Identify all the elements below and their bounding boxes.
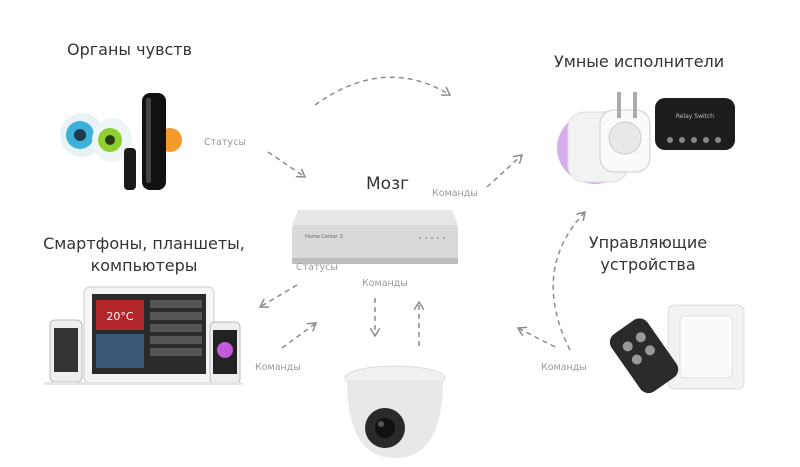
sensors-image: [60, 93, 182, 190]
arrow-controls-to-actuators: [552, 212, 585, 351]
label-controls-commands: Команды: [541, 362, 587, 373]
home-center-image: Home Center 2: [292, 210, 458, 264]
arrow-mobile-to-brain: [281, 323, 316, 349]
actuators-title: Умные исполнители: [554, 52, 725, 71]
mobile-devices-image: 20°C: [44, 286, 242, 385]
label-brain-status: Статусы: [296, 262, 338, 273]
controls-title-line1: Управляющие: [588, 233, 708, 252]
svg-text:20°C: 20°C: [106, 310, 133, 323]
arrow-sensors-to-actuators: [314, 76, 450, 106]
controls-title-line2: устройства: [600, 255, 696, 274]
sensors-title: Органы чувств: [67, 40, 193, 59]
label-camera-commands: Команды: [362, 278, 408, 289]
mobile-title: Смартфоны, планшеты, компьютеры: [34, 233, 254, 277]
svg-text:Relay Switch: Relay Switch: [676, 113, 714, 120]
arrow-sensors-to-brain: [267, 151, 305, 177]
label-sensors-status: Статусы: [204, 137, 246, 148]
label-brain-commands: Команды: [432, 188, 478, 199]
arrow-controls-to-brain: [518, 328, 556, 348]
arrow-brain-to-actuators: [486, 155, 522, 188]
camera-image: [344, 365, 446, 458]
mobile-title-line1: Смартфоны, планшеты,: [43, 234, 245, 253]
controls-title: Управляющие устройства: [568, 232, 728, 276]
brain-title: Мозг: [366, 174, 410, 194]
label-mobile-commands: Команды: [255, 362, 301, 373]
arrow-brain-to-mobile: [260, 284, 298, 307]
actuators-image: Relay Switch: [557, 92, 735, 184]
mobile-title-line2: компьютеры: [90, 256, 198, 275]
controls-image: [609, 304, 745, 394]
svg-text:Home Center 2: Home Center 2: [305, 234, 343, 240]
